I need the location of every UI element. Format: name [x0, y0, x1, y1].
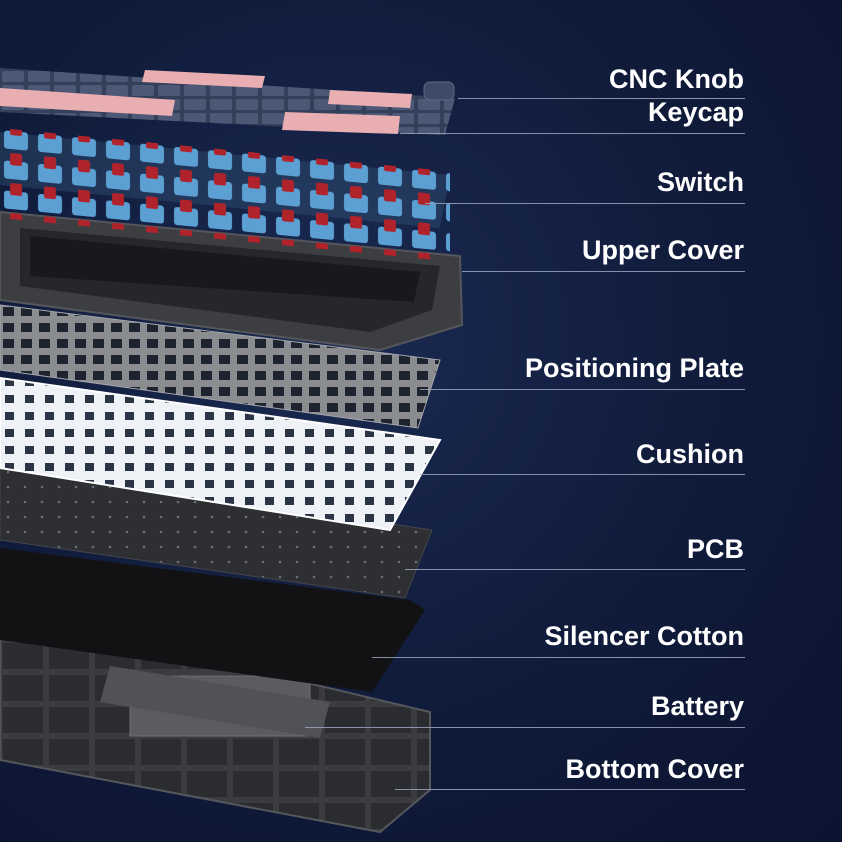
leader-line-battery — [305, 727, 745, 728]
leader-line-cushion — [420, 474, 745, 475]
label-silencer-cotton: Silencer Cotton — [544, 621, 744, 651]
leader-line-positioning-plate — [420, 389, 745, 390]
leader-line-upper-cover — [462, 271, 745, 272]
keycap-layer — [0, 68, 455, 135]
leader-line-bottom-cover — [395, 789, 745, 790]
label-battery: Battery — [650, 691, 744, 721]
label-switch: Switch — [656, 167, 744, 197]
leader-line-pcb — [405, 569, 745, 570]
leader-line-keycap — [400, 133, 745, 134]
positioning-plate-layer — [0, 304, 441, 429]
label-keycap: Keycap — [647, 97, 744, 127]
label-upper-cover: Upper Cover — [581, 235, 744, 265]
cnc-knob-shape — [423, 81, 455, 101]
label-positioning-plate: Positioning Plate — [524, 353, 744, 383]
label-bottom-cover: Bottom Cover — [565, 754, 744, 784]
label-cnc-knob: CNC Knob — [609, 64, 744, 94]
leader-line-switch — [425, 203, 745, 204]
label-cushion: Cushion — [636, 439, 744, 469]
battery-layer — [100, 666, 330, 738]
leader-line-silencer-cotton — [372, 657, 745, 658]
label-pcb: PCB — [686, 534, 744, 564]
switch-layer — [0, 128, 450, 262]
cushion-layer — [0, 376, 442, 532]
leader-line-cnc-knob — [458, 98, 745, 99]
silencer-cotton-layer — [0, 548, 425, 692]
